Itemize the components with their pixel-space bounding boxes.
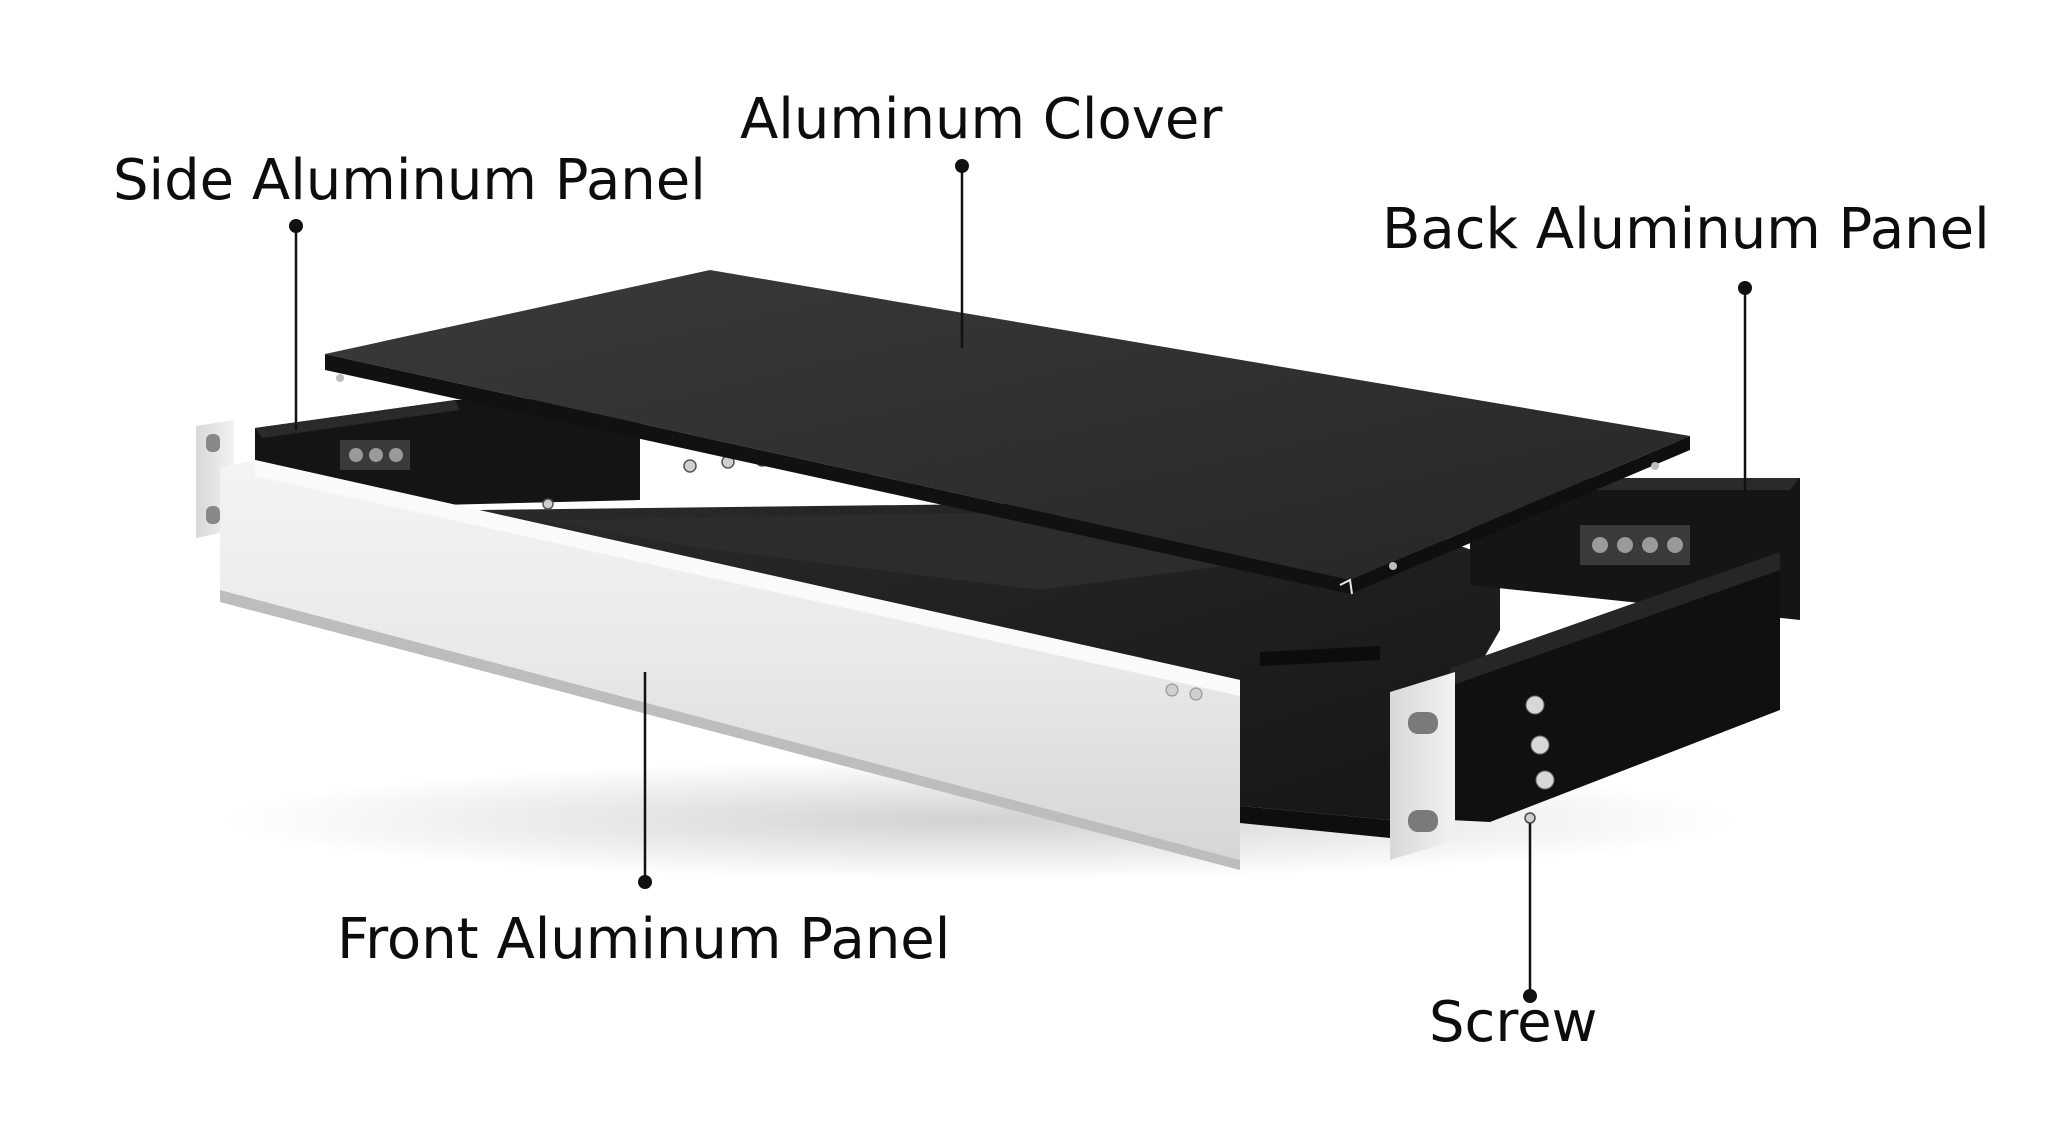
callout-dot-front — [638, 875, 652, 889]
callouts — [289, 159, 1752, 1003]
label-aluminum-clover: Aluminum Clover — [740, 87, 1223, 152]
right-rack-ear — [1390, 672, 1455, 860]
label-front-aluminum-panel: Front Aluminum Panel — [337, 907, 951, 972]
callout-dot-side — [289, 219, 303, 233]
callout-dot-screw — [1523, 989, 1537, 1003]
label-back-aluminum-panel: Back Aluminum Panel — [1382, 197, 1990, 262]
front-aluminum-panel — [220, 460, 1240, 870]
callout-dot-back — [1738, 281, 1752, 295]
side-aluminum-panel — [255, 398, 640, 505]
screw-tip — [1524, 812, 1536, 824]
callout-dot-clover — [955, 159, 969, 173]
right-side-rail — [1450, 552, 1780, 822]
aluminum-cover — [325, 270, 1690, 595]
label-side-aluminum-panel: Side Aluminum Panel — [113, 148, 706, 213]
label-screw: Screw — [1429, 990, 1598, 1055]
